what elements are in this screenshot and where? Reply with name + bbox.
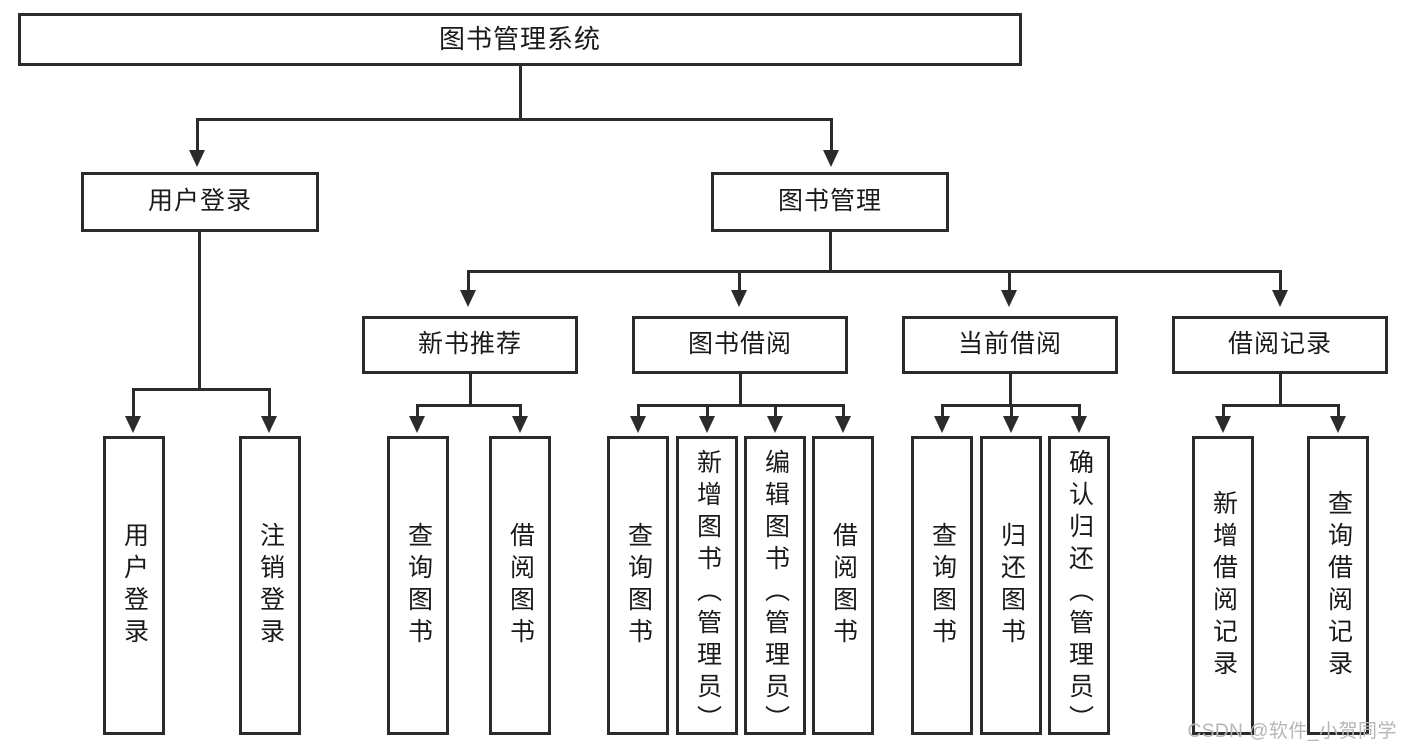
node-borrow-record-label: 借阅记录 [1227,330,1332,359]
csdn-watermark: CSDN @软件_小贺同学 [1187,721,1397,742]
node-leaf-return-book[interactable]: 归还图书 [980,436,1042,735]
node-new-book-recommend-label: 新书推荐 [417,330,522,359]
edge-bm-to-current-borrow [1008,270,1011,292]
node-book-management[interactable]: 图书管理 [711,172,949,232]
edge-borrow-record-to-leaf-2 [1337,404,1340,418]
node-leaf-confirm-return[interactable]: 确认归还（管理员） [1048,436,1110,737]
edge-user-login-to-leaf-2 [268,388,271,418]
node-leaf-add-record-label: 新增借阅记录 [1209,489,1238,682]
node-new-book-recommend[interactable]: 新书推荐 [362,316,578,374]
edge-root-to-user-login [196,118,199,152]
arrow-current-borrow-to-leaf-1 [934,416,950,433]
edge-book-borrow-bus [637,404,845,407]
arrow-new-book-to-leaf-2 [512,416,528,433]
node-leaf-edit-book[interactable]: 编辑图书（管理员） [744,436,806,737]
node-leaf-query-book-3[interactable]: 查询图书 [911,436,973,735]
node-leaf-add-book[interactable]: 新增图书（管理员） [676,436,738,737]
arrow-book-borrow-to-leaf-2 [699,416,715,433]
arrow-bm-to-new-book [460,290,476,307]
edge-bm-to-borrow-record [1279,270,1282,292]
edge-bm-to-new-book [467,270,470,292]
node-leaf-borrow-book-2-label: 借阅图书 [829,521,858,650]
edge-current-borrow-to-leaf-3 [1078,404,1081,418]
node-borrow-record[interactable]: 借阅记录 [1172,316,1388,374]
edge-book-management-stem [829,232,832,272]
edge-new-book-bus [416,404,522,407]
node-leaf-logout-label: 注销登录 [256,521,285,650]
edge-user-login-stem [198,232,201,390]
node-leaf-query-book-3-label: 查询图书 [928,521,957,650]
arrow-bm-to-book-borrow [731,290,747,307]
edge-new-book-stem [469,374,472,406]
arrow-new-book-to-leaf-1 [409,416,425,433]
arrow-book-borrow-to-leaf-1 [630,416,646,433]
arrow-root-to-user-login [189,150,205,167]
edge-book-borrow-to-leaf-4 [842,404,845,418]
arrow-book-borrow-to-leaf-3 [767,416,783,433]
edge-root-bus [196,118,833,121]
edge-current-borrow-to-leaf-1 [941,404,944,418]
arrow-bm-to-borrow-record [1272,290,1288,307]
node-leaf-borrow-book-2[interactable]: 借阅图书 [812,436,874,735]
node-book-management-label: 图书管理 [777,187,882,216]
edge-current-borrow-stem [1009,374,1012,406]
arrow-current-borrow-to-leaf-2 [1003,416,1019,433]
arrow-user-login-to-leaf-2 [261,416,277,433]
edge-user-login-to-leaf-1 [132,388,135,418]
node-user-login-label: 用户登录 [147,187,252,216]
node-current-borrow[interactable]: 当前借阅 [902,316,1118,374]
node-leaf-query-book-2[interactable]: 查询图书 [607,436,669,735]
node-user-login[interactable]: 用户登录 [81,172,319,232]
node-leaf-add-book-label: 新增图书（管理员） [693,449,722,737]
edge-user-login-bus [132,388,268,391]
edge-book-borrow-to-leaf-2 [706,404,709,418]
edge-current-borrow-to-leaf-2 [1010,404,1013,418]
node-leaf-edit-book-label: 编辑图书（管理员） [761,449,790,737]
node-leaf-borrow-book-1-label: 借阅图书 [506,521,535,650]
node-leaf-user-login-label: 用户登录 [120,521,149,650]
node-current-borrow-label: 当前借阅 [957,330,1062,359]
edge-book-borrow-stem [739,374,742,406]
arrow-borrow-record-to-leaf-1 [1215,416,1231,433]
node-leaf-query-book-1-label: 查询图书 [404,521,433,650]
node-root-system-label: 图书管理系统 [438,24,601,55]
node-leaf-query-record[interactable]: 查询借阅记录 [1307,436,1369,735]
edge-root-stem [519,66,522,118]
edge-borrow-record-bus [1222,404,1340,407]
node-leaf-return-book-label: 归还图书 [997,521,1026,650]
node-leaf-query-book-1[interactable]: 查询图书 [387,436,449,735]
arrow-bm-to-current-borrow [1001,290,1017,307]
node-leaf-query-record-label: 查询借阅记录 [1324,489,1353,682]
edge-book-borrow-to-leaf-3 [774,404,777,418]
arrow-borrow-record-to-leaf-2 [1330,416,1346,433]
node-leaf-borrow-book-1[interactable]: 借阅图书 [489,436,551,735]
node-leaf-add-record[interactable]: 新增借阅记录 [1192,436,1254,735]
edge-new-book-to-leaf-1 [416,404,419,418]
edge-book-management-bus [467,270,1282,273]
edge-new-book-to-leaf-2 [519,404,522,418]
node-leaf-confirm-return-label: 确认归还（管理员） [1065,449,1094,737]
edge-borrow-record-stem [1279,374,1282,406]
arrow-current-borrow-to-leaf-3 [1071,416,1087,433]
edge-bm-to-book-borrow [738,270,741,292]
arrow-book-borrow-to-leaf-4 [835,416,851,433]
node-leaf-logout[interactable]: 注销登录 [239,436,301,735]
arrow-user-login-to-leaf-1 [125,416,141,433]
node-leaf-query-book-2-label: 查询图书 [624,521,653,650]
node-root-system[interactable]: 图书管理系统 [18,13,1022,66]
node-book-borrow-label: 图书借阅 [687,330,792,359]
arrow-root-to-book-management [823,150,839,167]
node-book-borrow[interactable]: 图书借阅 [632,316,848,374]
edge-borrow-record-to-leaf-1 [1222,404,1225,418]
node-leaf-user-login[interactable]: 用户登录 [103,436,165,735]
edge-book-borrow-to-leaf-1 [637,404,640,418]
edge-root-to-book-management [830,118,833,152]
